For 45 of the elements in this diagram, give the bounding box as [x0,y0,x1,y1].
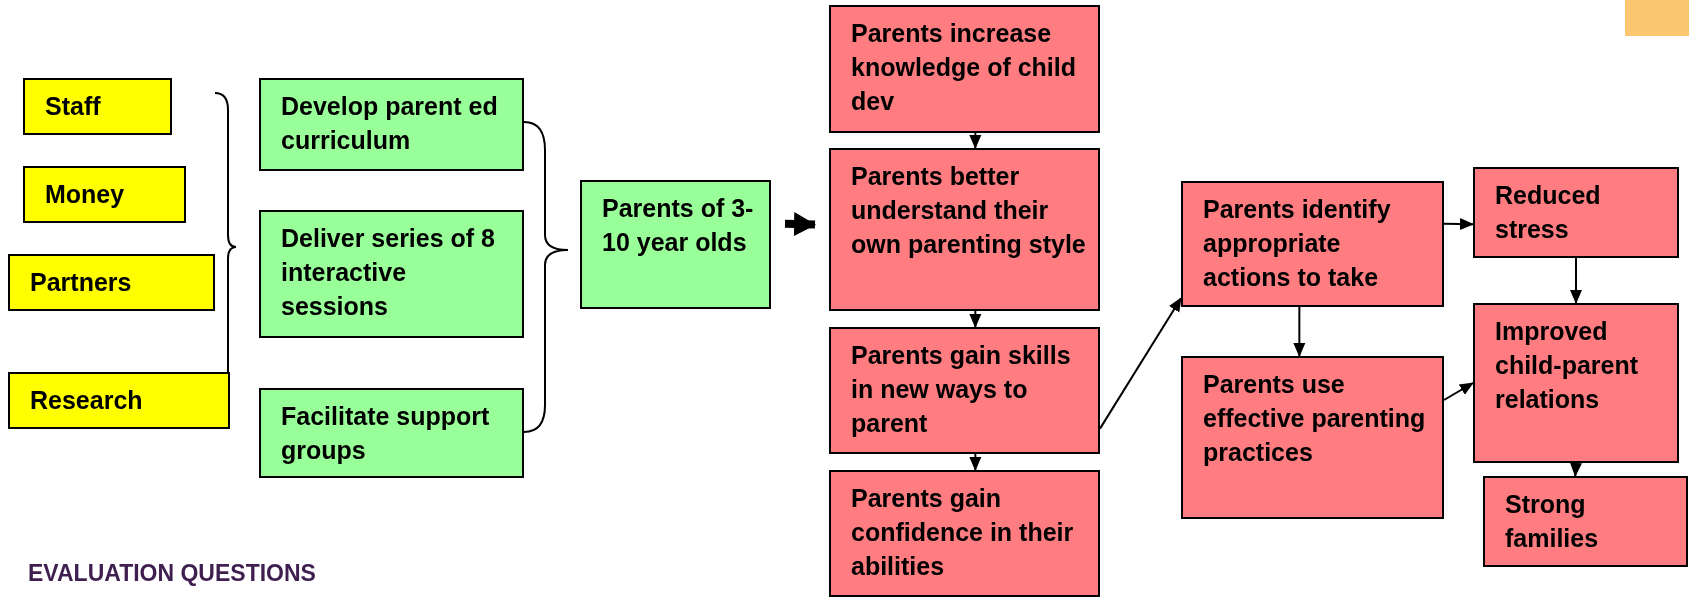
box-label: Parents use effective parenting practices [1203,369,1427,468]
box-label: Parents gain skills in new ways to parent [851,340,1072,439]
outcome-box [1473,167,1679,258]
outcome-box [829,148,1100,311]
section-heading: EVALUATION QUESTIONS [28,560,316,587]
box-label: Deliver series of 8 interactive sessions [281,223,496,322]
outcome-box [829,470,1100,597]
activity-box [259,78,524,171]
box-label: Parents identify appropriate actions to take [1203,194,1392,293]
block-arrow [784,212,816,237]
arrow [1570,462,1582,477]
outcome-box [829,5,1100,133]
arrow [1099,297,1182,430]
box-label: Partners [30,267,133,298]
outcome-box [1473,303,1679,463]
box-label: Develop parent ed curriculum [281,91,499,156]
arrow [969,453,982,471]
box-label: Reduced stress [1495,180,1602,245]
box-label: Parents of 3-10 year olds [602,193,755,258]
activity-box [580,180,771,309]
arrow [969,310,982,328]
outcome-box [1483,476,1688,567]
outcome-box [1181,181,1444,307]
box-label: Staff [45,91,102,122]
activity-box [259,210,524,338]
box-label: Parents gain confidence in their abilities [851,483,1075,582]
box-label: Strong families [1505,489,1600,554]
input-box [23,78,172,135]
input-box [23,166,186,223]
arrow [1443,218,1474,231]
box-label: Improved child-parent relations [1495,316,1640,415]
box-label: Parents increase knowledge of child dev [851,18,1077,117]
activity-box [259,388,524,478]
arrow [1443,382,1474,401]
outcome-box [1181,356,1444,519]
input-box [8,254,215,311]
arrow [1570,257,1582,304]
box-label: Parents better understand their own parenting style [851,161,1087,260]
arrow [969,132,982,149]
box-label: Research [30,385,144,416]
input-box [8,372,230,429]
outcome-box [829,327,1100,454]
box-label: Money [45,179,126,210]
box-label: Facilitate support groups [281,401,491,466]
arrow [1293,306,1306,357]
